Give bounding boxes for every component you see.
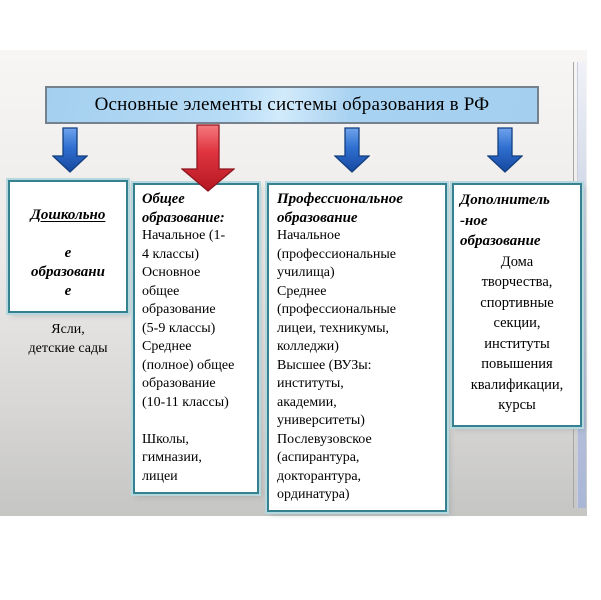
additional-box-body: Дома творчества, спортивные секции, инст… <box>470 253 564 414</box>
additional-box-title: Дополнитель -ное образование <box>460 192 550 249</box>
general-box-title: Общее образование: <box>142 191 225 226</box>
blue-down-arrow-icon <box>487 127 523 173</box>
additional-education-box: Дополнитель -ное образование Дома творче… <box>452 183 582 427</box>
professional-education-box: Профессиональное образование Начальное (… <box>267 183 447 512</box>
diagram-title-box: Основные элементы системы образования в … <box>45 86 539 124</box>
preschool-box-title-underlined: Дошкольно <box>30 207 106 223</box>
professional-box-body: Начальное (профессиональные училища) Сре… <box>277 228 397 502</box>
preschool-box-title-rest: е образовани е <box>31 245 105 299</box>
blue-down-arrow-icon <box>52 127 88 173</box>
diagram-title: Основные элементы системы образования в … <box>94 94 490 115</box>
blue-down-arrow-icon <box>334 127 370 173</box>
general-education-box: Общее образование: Начальное (1- 4 класс… <box>133 183 259 494</box>
red-down-arrow-icon <box>181 124 235 192</box>
general-box-body: Начальное (1- 4 классы) Основное общее о… <box>142 228 235 484</box>
professional-box-title: Профессиональное образование <box>277 191 403 226</box>
preschool-education-box: Дошкольно е образовани е Ясли, детские с… <box>8 180 128 356</box>
preschool-box-body: Ясли, детские сады <box>28 322 108 356</box>
preschool-box-title: Дошкольно е образовани е <box>14 187 122 320</box>
